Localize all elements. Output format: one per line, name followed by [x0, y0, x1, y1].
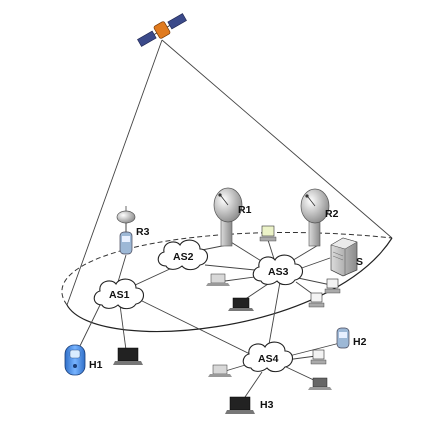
- laptop-icon: [225, 396, 255, 414]
- desktop-icon: [259, 225, 277, 242]
- laptop-icon: [228, 297, 254, 311]
- desktop-icon: [310, 349, 327, 365]
- as4-label: AS4: [258, 353, 279, 365]
- r3-label: R3: [136, 226, 150, 238]
- as3-label: AS3: [268, 266, 289, 278]
- as3-cloud: [252, 254, 304, 286]
- dish-icon: [116, 206, 136, 255]
- r1-label: R1: [238, 204, 252, 216]
- phone-icon: [64, 344, 86, 376]
- desktop-icon: [324, 278, 341, 294]
- as2-cloud: [157, 239, 209, 271]
- satellite-icon: [137, 13, 187, 47]
- laptop-icon: [208, 364, 232, 377]
- h2-label: H2: [353, 336, 367, 348]
- h3-label: H3: [260, 399, 274, 411]
- h1-label: H1: [89, 359, 103, 371]
- satellite-beam: [66, 39, 393, 306]
- r2-label: R2: [325, 208, 339, 220]
- dish-icon: [213, 187, 243, 247]
- as1-label: AS1: [109, 289, 130, 301]
- desktop-icon: [308, 292, 325, 308]
- as1-cloud: [93, 278, 145, 310]
- coverage-ellipse: [61, 231, 393, 333]
- as2-label: AS2: [173, 251, 194, 263]
- laptop-icon: [206, 273, 230, 286]
- dish-icon: [300, 188, 330, 247]
- server-label: S: [356, 256, 363, 268]
- phone-icon: [336, 327, 350, 349]
- server-icon: [330, 237, 358, 277]
- as4-cloud: [242, 341, 294, 373]
- laptop-icon: [113, 347, 143, 365]
- laptop-icon: [308, 377, 332, 390]
